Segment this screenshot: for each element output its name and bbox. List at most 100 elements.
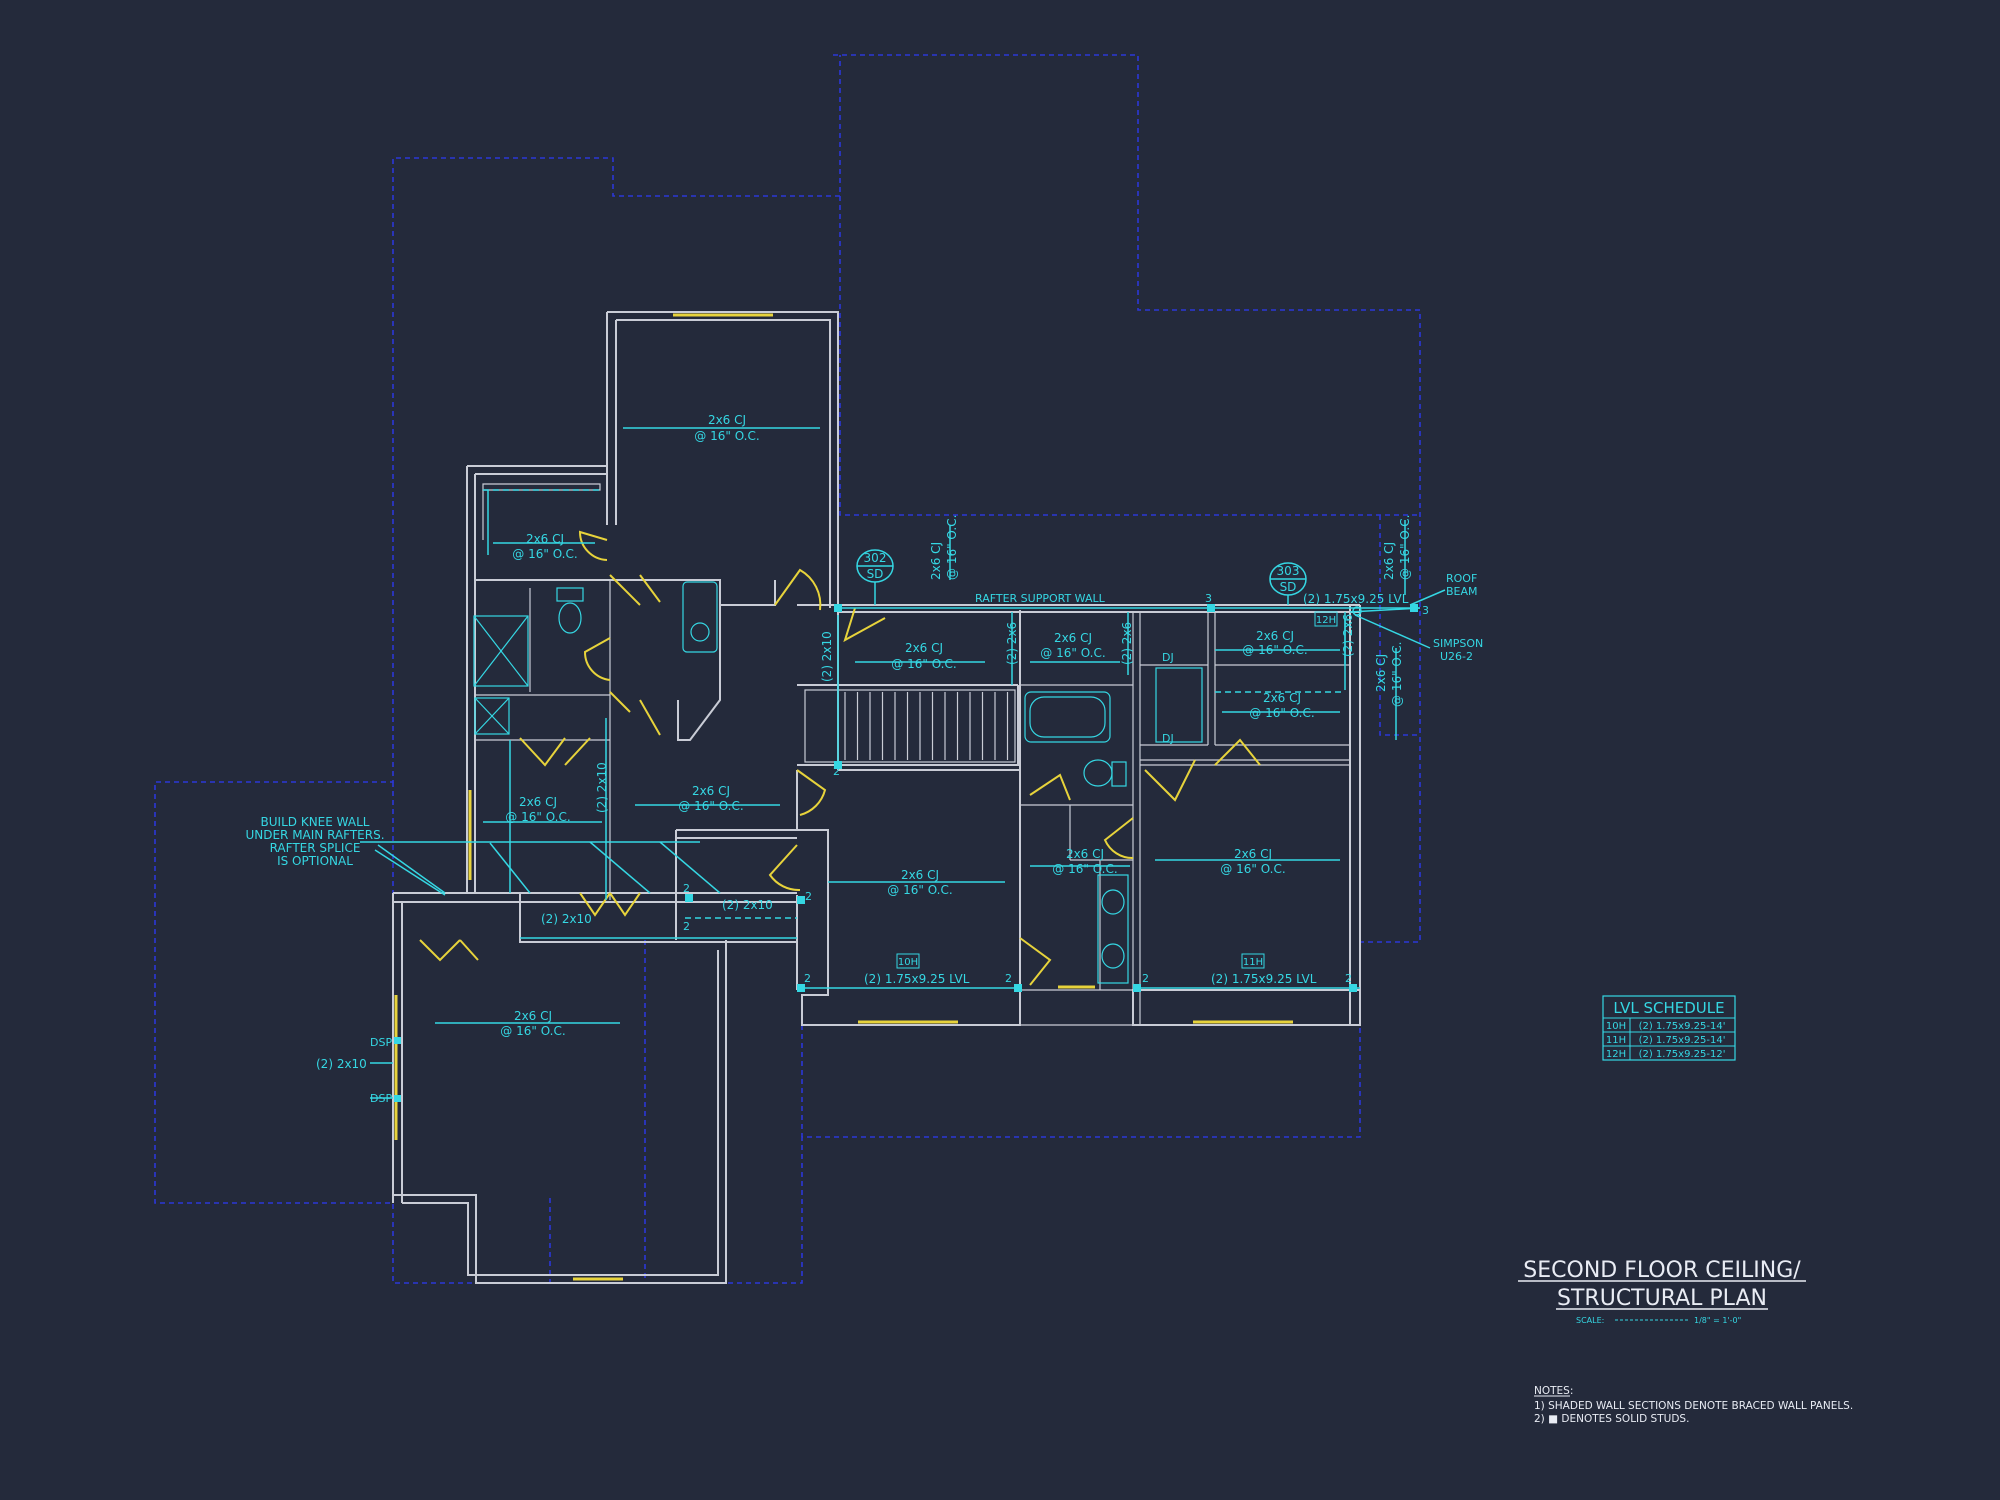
title-line-1: SECOND FLOOR CEILING/ (1523, 1258, 1801, 1283)
door-swings (419, 530, 1261, 986)
cj-label: 2x6 CJ (708, 413, 746, 427)
roof-outline (154, 54, 1421, 1284)
rafter-support-wall-label: RAFTER SUPPORT WALL (975, 592, 1106, 605)
header-2x10-label: (2) 2x10 (316, 1057, 367, 1071)
schedule-id: 12H (1606, 1049, 1626, 1060)
cj-spacing: @ 16" O.C. (1390, 642, 1404, 707)
cj-label: 2x6 CJ (692, 784, 730, 798)
roof-beam-label: BEAM (1446, 585, 1478, 598)
general-notes: NOTES: 1) SHADED WALL SECTIONS DENOTE BR… (1534, 1385, 1853, 1425)
knee-wall-note: BUILD KNEE WALL UNDER MAIN RAFTERS. RAFT… (245, 815, 384, 868)
lvl-label: (2) 1.75x9.25 LVL (864, 972, 970, 986)
svg-text:BUILD KNEE WALL: BUILD KNEE WALL (261, 815, 370, 829)
cj-spacing: @ 16" O.C. (1040, 646, 1105, 660)
schedule-id: 10H (1606, 1021, 1626, 1032)
svg-text:303: 303 (1277, 564, 1300, 578)
section-marker-303: 303 SD (1269, 562, 1307, 605)
cj-label: 2x6 CJ (1066, 847, 1104, 861)
cj-spacing: @ 16" O.C. (891, 657, 956, 671)
lvl-tag-12h: 12H (1316, 615, 1336, 626)
section-marker-302: 302 SD (856, 549, 894, 605)
simpson-label: SIMPSON (1433, 637, 1483, 650)
cj-spacing: @ 16" O.C. (694, 429, 759, 443)
lvl-tag-10h: 10H (898, 957, 918, 968)
svg-text:UNDER MAIN RAFTERS.: UNDER MAIN RAFTERS. (245, 828, 384, 842)
title-line-2: STRUCTURAL PLAN (1557, 1286, 1767, 1311)
cj-spacing: @ 16" O.C. (1398, 515, 1412, 580)
note-item: 2) ■ DENOTES SOLID STUDS. (1534, 1413, 1689, 1425)
cj-label: 2x6 CJ (1374, 654, 1388, 692)
cj-spacing: @ 16" O.C. (945, 515, 959, 580)
cj-label: 2x6 CJ (1234, 847, 1272, 861)
ceiling-joist-labels: 2x6 CJ @ 16" O.C. 2x6 CJ @ 16" O.C. 2x6 … (500, 413, 1412, 1038)
windows (394, 313, 1293, 1281)
cj-spacing: @ 16" O.C. (1052, 862, 1117, 876)
svg-text:302: 302 (864, 551, 887, 565)
cj-spacing: @ 16" O.C. (1249, 706, 1314, 720)
drawing-title: SECOND FLOOR CEILING/ STRUCTURAL PLAN SC… (1518, 1258, 1806, 1325)
cj-spacing: @ 16" O.C. (1220, 862, 1285, 876)
lvl-tag-11h: 11H (1243, 957, 1263, 968)
cj-label: 2x6 CJ (1382, 542, 1396, 580)
beam-labels: (2) 2x10 (2) 2x10 (2) 2x6 (2) 2x6 (2) 2x… (316, 572, 1483, 1105)
walls (392, 311, 1361, 1284)
schedule-spec: (2) 1.75x9.25-14' (1639, 1035, 1726, 1046)
structural-members (360, 427, 1446, 1102)
svg-text:RAFTER SPLICE: RAFTER SPLICE (270, 841, 361, 855)
cj-spacing: @ 16" O.C. (678, 799, 743, 813)
cj-label: 2x6 CJ (1263, 691, 1301, 705)
cj-spacing: @ 16" O.C. (887, 883, 952, 897)
post-count: 2 (1142, 972, 1149, 985)
cj-label: 2x6 CJ (905, 641, 943, 655)
post-count: 2 (1345, 972, 1352, 985)
post-count: 3 (1205, 592, 1212, 605)
cj-spacing: @ 16" O.C. (505, 810, 570, 824)
lvl-schedule-table: LVL SCHEDULE 10H (2) 1.75x9.25-14' 11H (… (1602, 995, 1736, 1061)
cj-label: 2x6 CJ (514, 1009, 552, 1023)
staircase (804, 689, 1016, 763)
header-2x6-label: (2) 2x6 (1005, 622, 1019, 665)
header-2x10-label: (2) 2x10 (722, 898, 773, 912)
scale-value: 1/8" = 1'-0" (1694, 1316, 1741, 1325)
post-count: 2 (833, 765, 840, 778)
post-count: 3 (1422, 604, 1429, 617)
dj-label: DJ (1162, 651, 1174, 664)
schedule-spec: (2) 1.75x9.25-12' (1639, 1049, 1726, 1060)
header-2x10-label: (2) 2x10 (820, 631, 834, 682)
scale-label: SCALE: (1576, 1316, 1604, 1325)
cj-label: 2x6 CJ (901, 868, 939, 882)
schedule-title: LVL SCHEDULE (1613, 999, 1724, 1017)
svg-text:SD: SD (867, 567, 884, 581)
notes-heading: NOTES: (1534, 1385, 1573, 1397)
shower (473, 615, 529, 687)
post-count: 2 (683, 882, 690, 895)
cj-spacing: @ 16" O.C. (1242, 643, 1307, 657)
header-2x10-label: (2) 2x10 (541, 912, 592, 926)
cj-label: 2x6 CJ (929, 542, 943, 580)
schedule-spec: (2) 1.75x9.25-14' (1639, 1021, 1726, 1032)
roof-beam-label: ROOF (1446, 572, 1477, 585)
svg-text:IS OPTIONAL: IS OPTIONAL (277, 854, 353, 868)
svg-text:SD: SD (1280, 580, 1297, 594)
cj-label: 2x6 CJ (1256, 629, 1294, 643)
dsp-label: DSP (370, 1036, 392, 1049)
cj-spacing: @ 16" O.C. (512, 547, 577, 561)
note-item: 1) SHADED WALL SECTIONS DENOTE BRACED WA… (1534, 1400, 1853, 1412)
schedule-id: 11H (1606, 1035, 1626, 1046)
header-2x6-label: (2) 2x6 (1120, 622, 1134, 665)
simpson-label: U26-2 (1440, 650, 1473, 663)
cj-label: 2x6 CJ (519, 795, 557, 809)
lvl-label: (2) 1.75x9.25 LVL (1303, 592, 1409, 606)
cj-label: 2x6 CJ (1054, 631, 1092, 645)
dj-label: DJ (1162, 732, 1174, 745)
post-count: 2 (1005, 972, 1012, 985)
bathtub (1024, 691, 1111, 743)
lvl-label: (2) 1.75x9.25 LVL (1211, 972, 1317, 986)
header-2x10-label: (2) 2x10 (595, 762, 609, 813)
plumbing-fixtures (473, 581, 1203, 984)
post-count: 2 (804, 972, 811, 985)
cj-spacing: @ 16" O.C. (500, 1024, 565, 1038)
header-2x6-label: (2) 2x6 (1341, 614, 1355, 657)
post-count: 2 (805, 890, 812, 903)
